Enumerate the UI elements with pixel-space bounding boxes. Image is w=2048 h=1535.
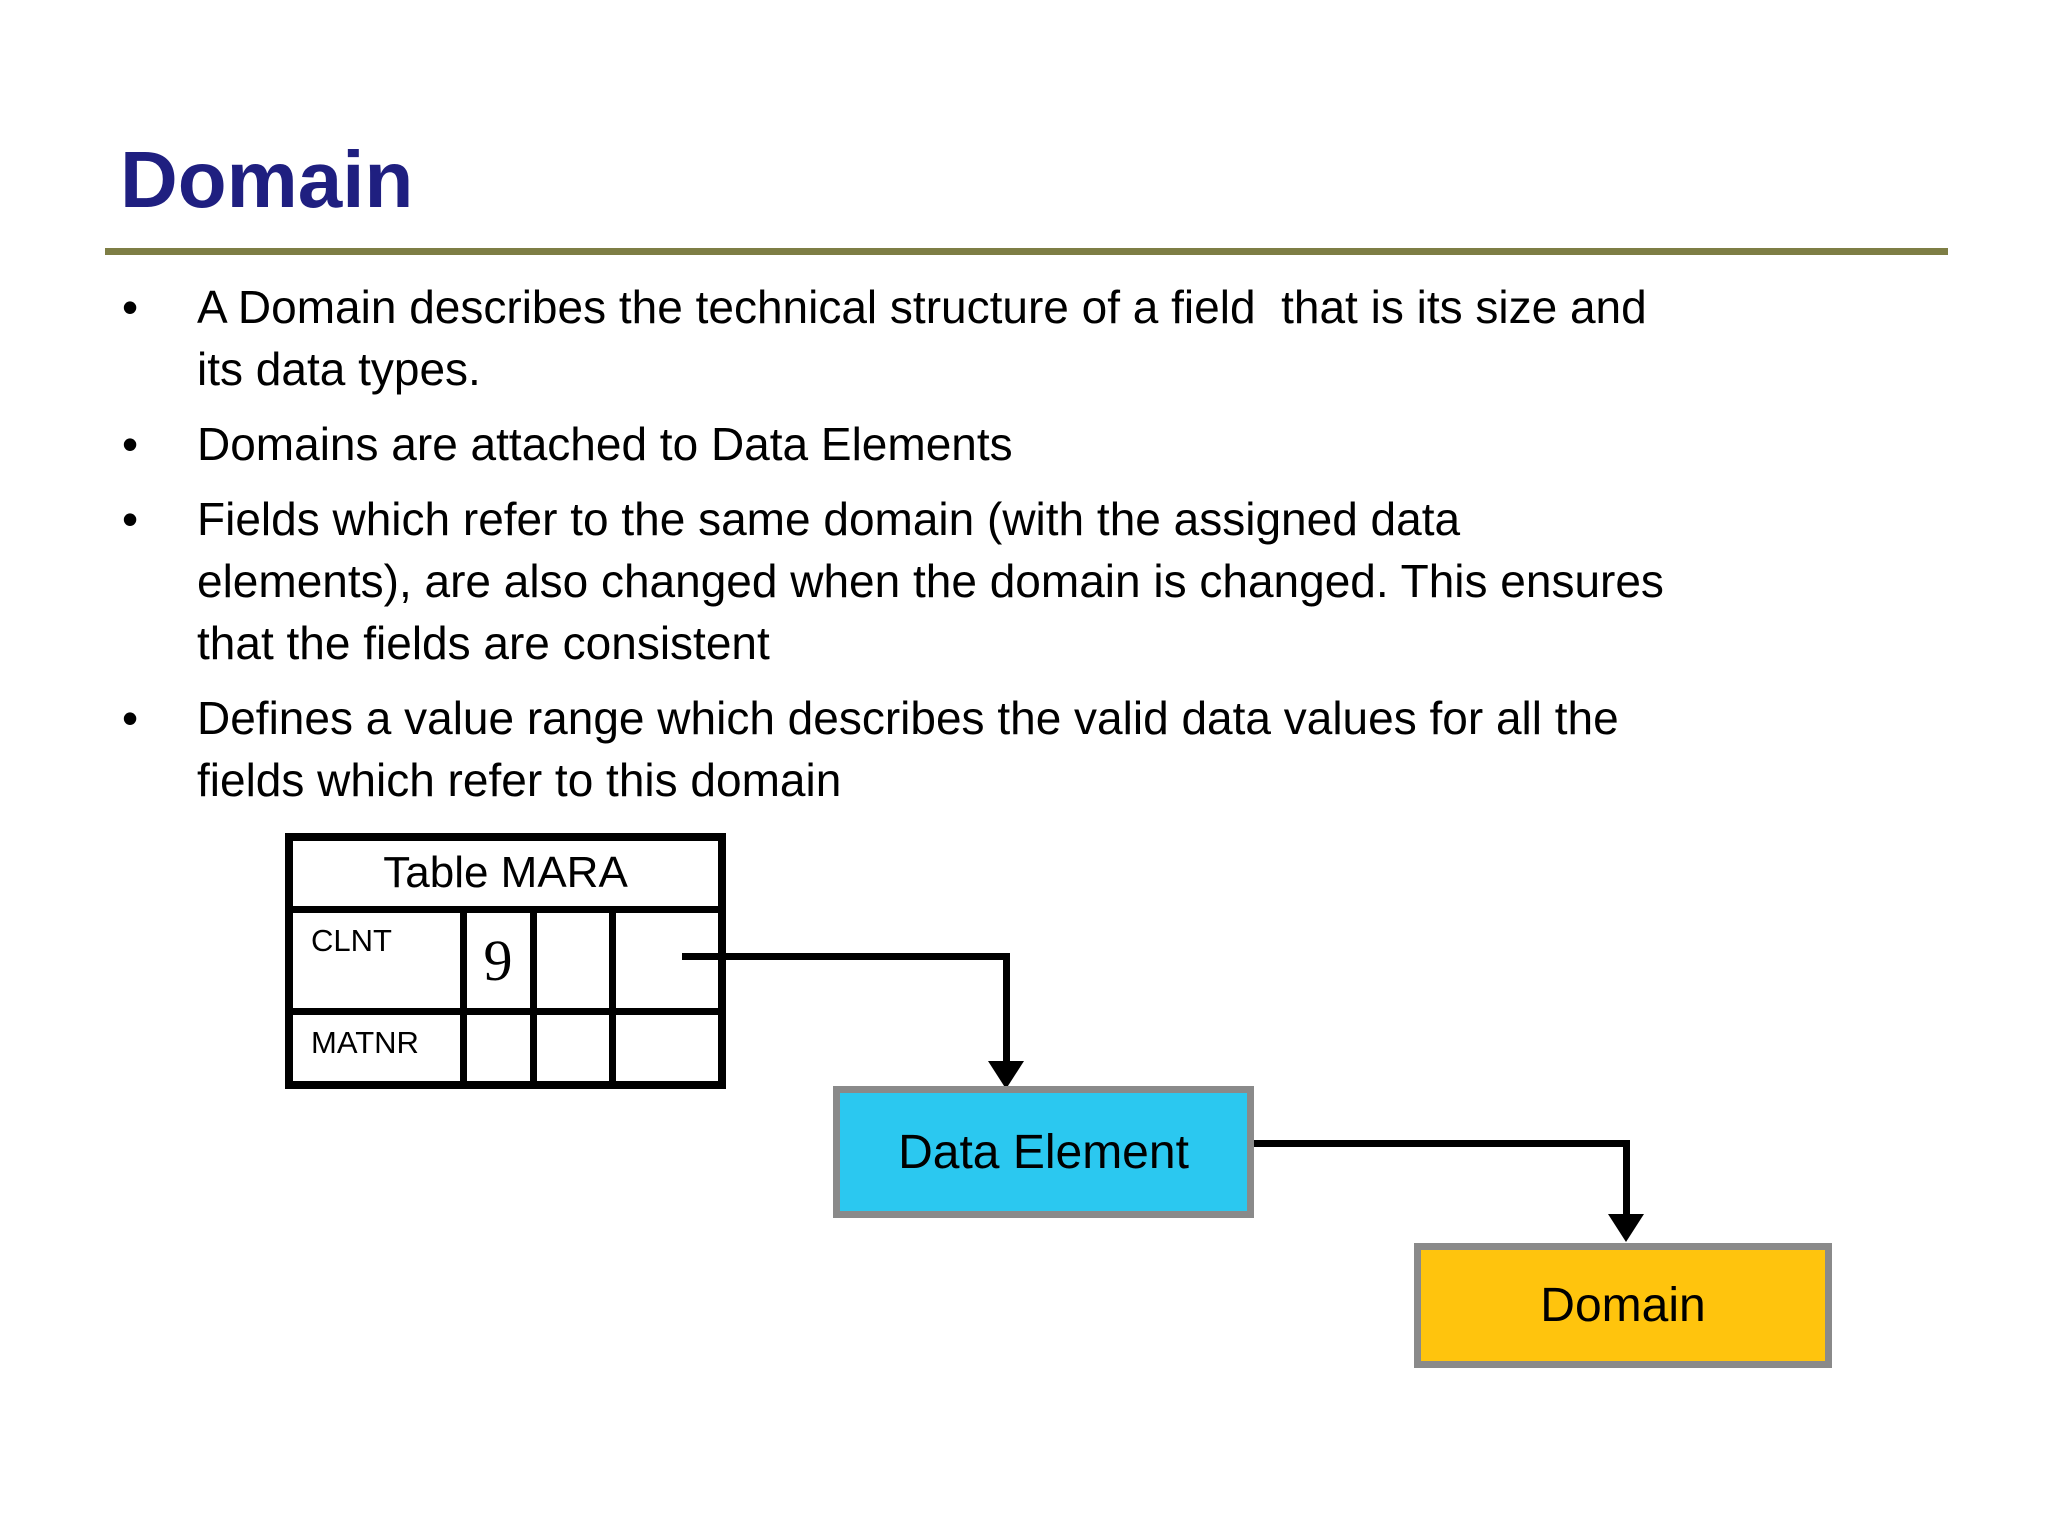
bullet-item: • Domains are attached to Data Elements [122, 413, 1922, 475]
bullet-text: Domains are attached to Data Elements [197, 418, 1013, 470]
data-element-label: Data Element [898, 1125, 1189, 1179]
connector-data-element-to-domain-vertical [1623, 1140, 1630, 1216]
bullet-item: • Defines a value range which describes … [122, 687, 1922, 811]
arrowhead-to-data-element-icon [988, 1061, 1024, 1089]
bullet-text: A Domain describes the technical structu… [197, 281, 1647, 395]
table-row: MATNR [285, 1007, 726, 1089]
data-element-box: Data Element [833, 1086, 1254, 1218]
bullet-marker: • [122, 418, 139, 470]
domain-label: Domain [1540, 1279, 1706, 1332]
title-underline-rule [105, 248, 1948, 255]
table-cell [459, 1007, 537, 1089]
table-cell: 9 [459, 905, 537, 1015]
bullet-item: • A Domain describes the technical struc… [122, 276, 1922, 400]
bullet-marker: • [122, 692, 139, 744]
table-cell [608, 1007, 726, 1089]
table-row-label-clnt: CLNT [285, 905, 467, 1015]
bullet-text: Fields which refer to the same domain (w… [197, 493, 1664, 669]
table-cell [529, 1007, 616, 1089]
bullet-marker: • [122, 281, 139, 333]
bullet-item: • Fields which refer to the same domain … [122, 488, 1922, 674]
table-mara-title: Table MARA [285, 833, 726, 913]
page-title: Domain [120, 135, 414, 224]
table-cell [529, 905, 616, 1015]
table-row: CLNT 9 [285, 905, 726, 1015]
connector-table-to-data-element-horizontal [682, 953, 1010, 960]
bullet-list: • A Domain describes the technical struc… [122, 276, 1922, 824]
bullet-text: Defines a value range which describes th… [197, 692, 1619, 806]
arrowhead-to-domain-icon [1608, 1214, 1644, 1242]
bullet-marker: • [122, 493, 139, 545]
connector-table-to-data-element-vertical [1003, 953, 1010, 1063]
table-cell [608, 905, 726, 1015]
domain-box: Domain [1414, 1243, 1832, 1368]
connector-data-element-to-domain-horizontal [1254, 1140, 1630, 1147]
table-mara: Table MARA CLNT 9 MATNR [285, 833, 727, 1089]
table-row-label-matnr: MATNR [285, 1007, 467, 1089]
